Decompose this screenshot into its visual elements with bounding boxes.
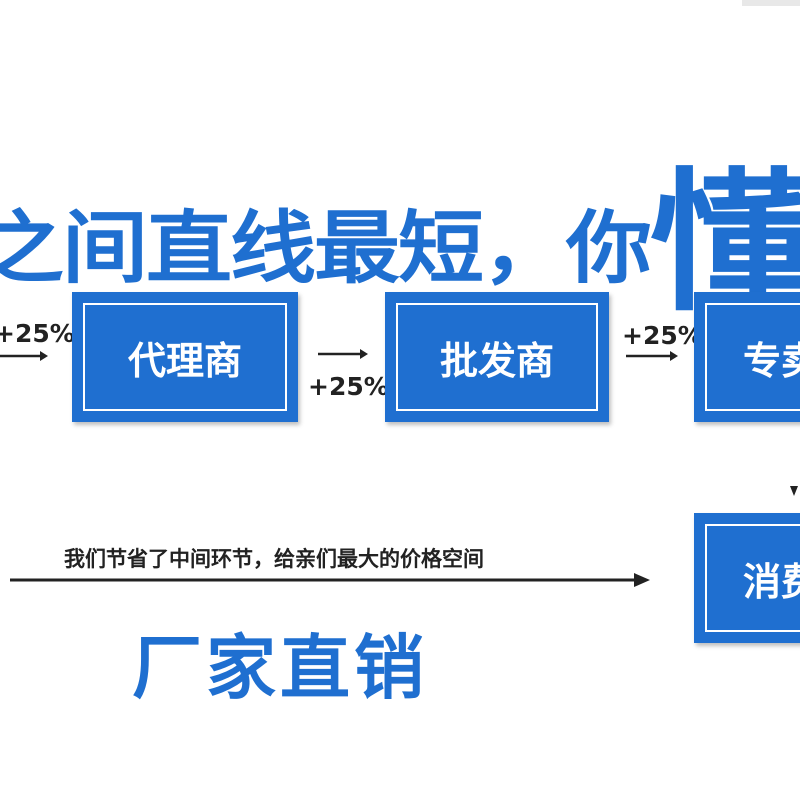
- flow-arrow-down: [790, 486, 798, 496]
- box-consumer-frame: 消费: [705, 524, 800, 632]
- markup-label-1: +25%: [0, 319, 75, 348]
- box-store: 专卖: [694, 292, 800, 422]
- headline: 之间直线最短，你懂的: [0, 98, 800, 333]
- top-corner-mark: [742, 0, 800, 6]
- savings-text: 我们节省了中间环节，给亲们最大的价格空间: [64, 547, 484, 571]
- box-agent-frame: 代理商: [83, 303, 287, 411]
- flow-arrow-1: [0, 351, 48, 361]
- box-wholesale-frame: 批发商: [396, 303, 598, 411]
- box-store-label: 专卖: [743, 338, 800, 383]
- box-store-frame: 专卖: [705, 303, 800, 411]
- markup-label-3: +25%: [622, 321, 703, 350]
- box-consumer: 消费: [694, 513, 800, 643]
- markup-label-2: +25%: [308, 372, 389, 401]
- box-wholesale-label: 批发商: [439, 338, 554, 383]
- box-agent-label: 代理商: [127, 338, 242, 383]
- flow-arrow-3: [626, 351, 678, 361]
- box-agent: 代理商: [72, 292, 298, 422]
- box-wholesale: 批发商: [385, 292, 609, 422]
- direct-sales-title: 厂家直销: [132, 627, 428, 709]
- box-consumer-label: 消费: [743, 559, 800, 604]
- direct-arrow: [10, 573, 650, 587]
- flow-arrow-2: [318, 349, 368, 359]
- headline-text: 之间直线最短，你: [0, 202, 652, 295]
